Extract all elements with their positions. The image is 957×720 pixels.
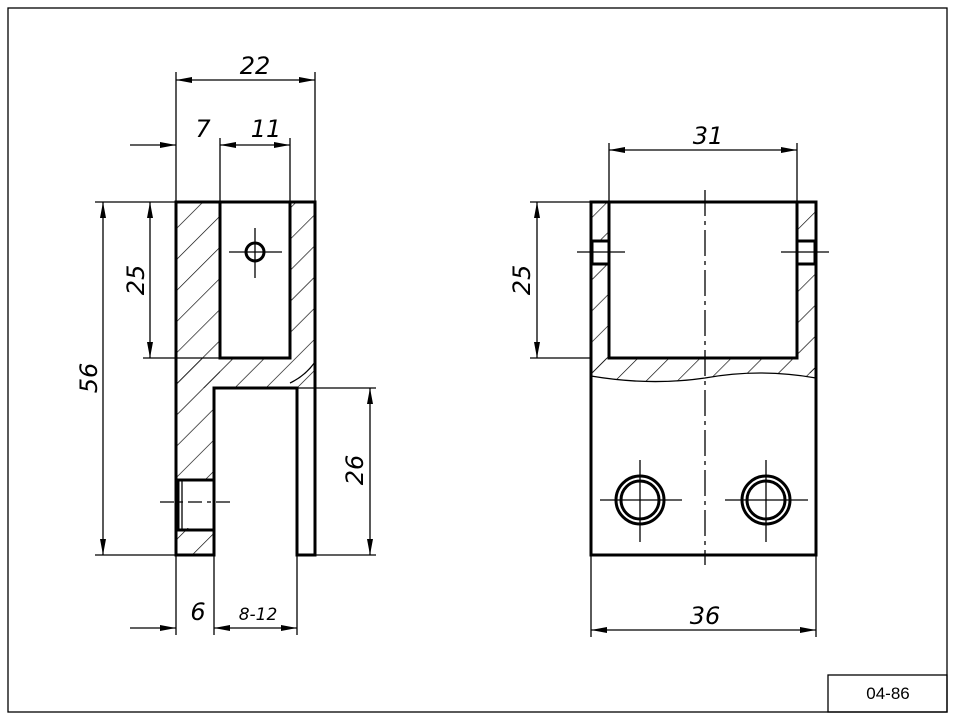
front-view: 22 7 11 56 25 26 6 8-12 — [75, 52, 376, 635]
dim-36: 36 — [690, 602, 721, 630]
side-view: 31 25 36 — [508, 122, 829, 637]
dim-56: 56 — [75, 363, 103, 394]
side-screw-right — [781, 239, 829, 266]
dim-25-front: 25 — [122, 265, 150, 296]
hole-mark — [229, 228, 282, 278]
section-hatching — [592, 203, 816, 382]
dim-31: 31 — [693, 122, 724, 150]
title-block: 04-86 — [827, 674, 948, 713]
drawing-frame — [7, 7, 948, 713]
section-hatching — [177, 203, 315, 555]
drawing-code: 04-86 — [866, 684, 909, 703]
dim-26: 26 — [341, 455, 369, 486]
dim-11: 11 — [251, 115, 282, 143]
screw-hole — [160, 478, 232, 532]
dim-22: 22 — [240, 52, 271, 80]
mounting-hole-left — [600, 460, 682, 542]
side-screw-left — [577, 239, 625, 266]
dim-7: 7 — [195, 115, 211, 143]
mounting-hole-right — [725, 460, 808, 542]
dim-8-12: 8-12 — [239, 605, 278, 625]
dim-6: 6 — [190, 598, 205, 626]
dim-25-side: 25 — [508, 265, 536, 296]
